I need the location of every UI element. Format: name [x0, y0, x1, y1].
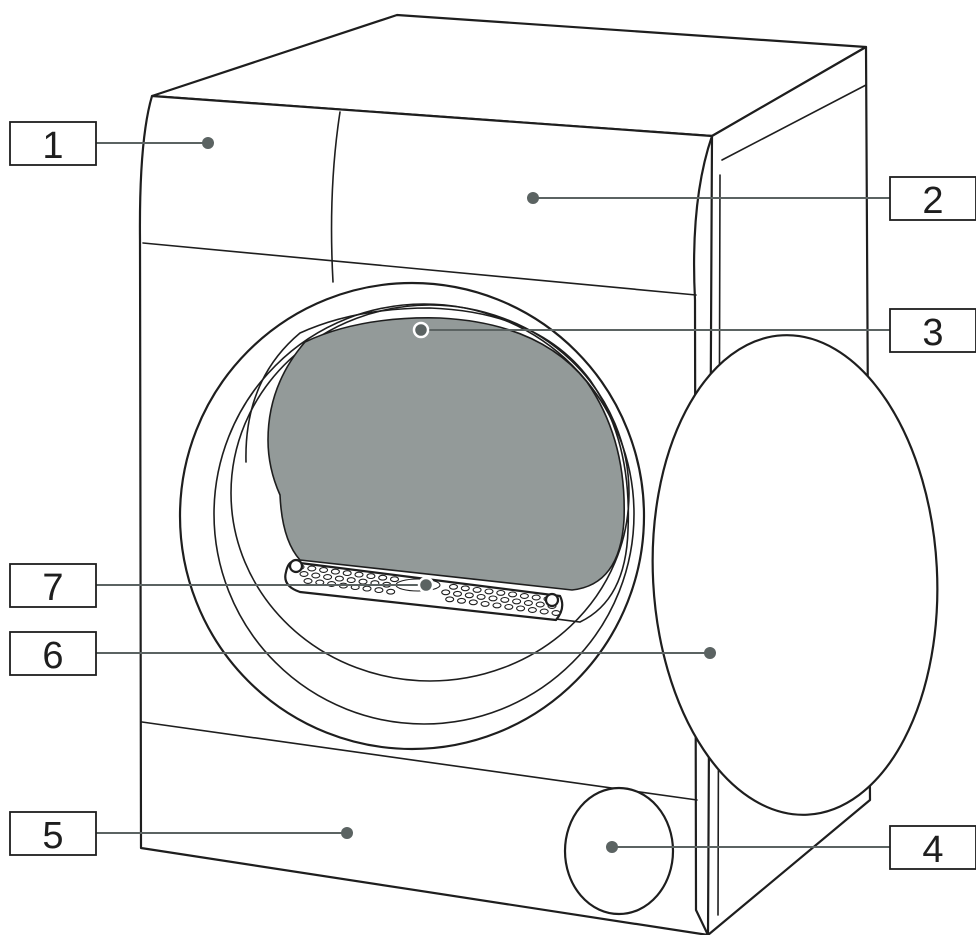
filter-hole — [519, 593, 529, 599]
filter-hole — [500, 596, 510, 603]
leader-dot-2 — [527, 192, 539, 204]
filter-hole — [460, 585, 470, 592]
filter-hole — [480, 600, 490, 607]
leader-dot-1 — [202, 137, 214, 149]
filter-hole — [516, 605, 526, 612]
filter-hole — [496, 589, 506, 596]
filter-hole — [448, 583, 459, 590]
callout-6-box — [9, 631, 97, 676]
filter-hole — [504, 603, 514, 610]
door-ring-inner — [213, 303, 635, 725]
callout-1: 1 — [9, 121, 97, 167]
callout-5-number: 5 — [42, 815, 63, 857]
filter-hole — [456, 597, 467, 604]
filter-hole — [358, 578, 368, 585]
filter-hole — [445, 596, 455, 603]
callout-1-number: 1 — [42, 125, 63, 167]
filter-hole — [531, 594, 541, 601]
filter-hole — [452, 590, 463, 597]
filter-hole — [492, 602, 502, 609]
callout-5: 5 — [9, 811, 97, 857]
filter-hole — [468, 599, 478, 606]
leader-dot-7 — [417, 576, 435, 594]
filter-hole — [441, 589, 451, 596]
filter-knob-right — [544, 592, 560, 608]
filter-hole — [472, 586, 482, 593]
callout-2-number: 2 — [922, 180, 943, 222]
callout-5-box — [9, 811, 97, 856]
callout-7-box — [9, 563, 97, 608]
callout-6: 6 — [9, 631, 97, 677]
callout-1-box — [9, 121, 97, 166]
filter-hole — [303, 578, 313, 584]
callout-4: 4 — [889, 825, 976, 871]
filter-hole — [488, 595, 498, 602]
leader-dot-6 — [704, 647, 716, 659]
filter-hole — [342, 570, 352, 577]
filter-hole — [354, 571, 364, 578]
filter-hole — [551, 610, 561, 616]
door-opening — [178, 281, 646, 751]
filter-hole — [484, 588, 494, 595]
filter-hole — [378, 574, 388, 581]
callout-2: 2 — [889, 176, 976, 222]
callout-3: 3 — [889, 308, 976, 354]
filter-hole — [346, 577, 356, 584]
filter-hole — [362, 585, 372, 592]
filter-hole — [508, 591, 518, 598]
filter-hole — [299, 571, 309, 577]
leader-dot-3 — [412, 321, 430, 339]
filter-knob-left — [288, 558, 304, 574]
filter-hole — [323, 574, 333, 580]
filter-hole — [464, 592, 474, 599]
filter-hole — [535, 601, 545, 608]
callout-7: 7 — [9, 563, 97, 609]
filter-hole — [527, 607, 537, 613]
callout-2-box — [889, 176, 976, 221]
filter-hole — [319, 567, 329, 573]
filter-hole — [386, 588, 396, 595]
filter-hole — [330, 568, 340, 575]
callout-4-box — [889, 825, 976, 870]
water-tank-seam — [330, 111, 341, 283]
filter-hole — [334, 575, 344, 582]
leader-dot-4 — [606, 841, 618, 853]
leader-lines — [96, 137, 890, 853]
side-panel-top-edge — [721, 84, 867, 161]
leader-dot-5 — [341, 827, 353, 839]
filter-hole — [374, 587, 384, 594]
drum-interior — [267, 317, 626, 591]
control-panel-edge — [142, 242, 697, 296]
callout-7-number: 7 — [42, 567, 63, 609]
service-flap — [563, 786, 675, 916]
filter-hole — [476, 593, 486, 600]
door — [651, 334, 939, 816]
callout-3-number: 3 — [922, 312, 943, 354]
base-panel-edge — [141, 721, 698, 801]
filter-hole — [539, 608, 549, 615]
door-seal — [230, 304, 630, 682]
filter-hole — [389, 576, 400, 583]
filter-hole — [523, 600, 533, 606]
callout-6-number: 6 — [42, 635, 63, 677]
filter-hole — [307, 565, 317, 572]
filter-hole — [512, 598, 522, 605]
drum-rim — [245, 307, 630, 623]
filter-hole — [311, 572, 321, 579]
callout-3-box — [889, 308, 976, 353]
filter-hole — [366, 573, 376, 580]
callout-4-number: 4 — [922, 829, 943, 871]
